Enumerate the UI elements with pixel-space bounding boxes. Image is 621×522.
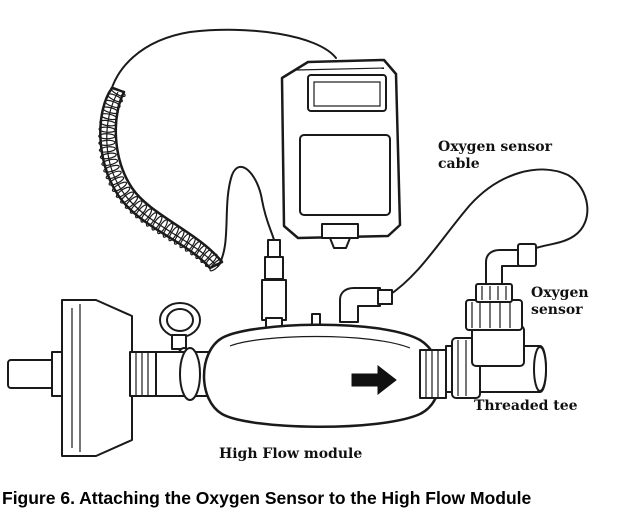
label-threaded-tee: Threaded tee (474, 398, 578, 414)
coil-ring (151, 215, 163, 231)
oxygen-sensor (465, 243, 537, 367)
coil-ring (168, 226, 179, 242)
coil-ring (200, 249, 213, 264)
coil-ring (101, 158, 119, 167)
coil-ring (190, 240, 202, 256)
label-line: sensor (531, 302, 583, 318)
coil-ring (100, 113, 118, 121)
coil-ring (124, 196, 139, 209)
ring-clamp (155, 302, 211, 401)
flow-arrow (351, 364, 397, 396)
coil-ring (129, 200, 143, 214)
coil-ring (98, 126, 116, 133)
coil-ring (162, 222, 174, 238)
coil-ring (204, 253, 218, 268)
oxygen-sensor-cable (387, 168, 589, 297)
coil-ring (111, 181, 128, 192)
label-line: Oxygen sensor (438, 139, 552, 155)
coil-ring (173, 229, 185, 245)
label-high-flow-module: High Flow module (219, 446, 363, 462)
oxygen-monitor (280, 58, 402, 249)
coil-ring (145, 212, 158, 227)
coil-ring (102, 106, 119, 115)
coil-ring (184, 236, 196, 252)
coil-ring (105, 170, 122, 180)
label-oxygen-sensor: Oxygen sensor (531, 285, 589, 319)
monitor-cable (109, 28, 337, 96)
label-line: cable (438, 156, 480, 172)
cable-connector (261, 239, 287, 329)
coil-to-connector-cable (217, 166, 275, 267)
coil-ring (110, 86, 126, 98)
figure-caption: Figure 6. Attaching the Oxygen Sensor to… (2, 488, 532, 508)
coil-ring (179, 233, 191, 249)
coil-ring (157, 219, 168, 235)
high-flow-module-body (202, 323, 442, 428)
elbow-connector (311, 287, 393, 329)
coil-ring (107, 93, 123, 103)
coil-ring (98, 133, 116, 140)
coil-ring (98, 146, 116, 153)
label-line: Oxygen (531, 285, 589, 301)
coil-ring (120, 191, 135, 204)
coil-ring (99, 152, 117, 160)
coil-ring (195, 244, 207, 260)
coil-ring (115, 186, 131, 198)
filter-assembly (7, 299, 157, 457)
coil-ring (104, 99, 121, 109)
coil-ring (135, 204, 148, 219)
label-oxygen-sensor-cable: Oxygen sensor cable (438, 139, 552, 173)
coil-ring (108, 176, 125, 186)
coil-ring (98, 139, 116, 146)
coiled-cord (98, 86, 224, 272)
coil-ring (140, 208, 153, 223)
coil-ring (99, 119, 117, 127)
coil-ring (103, 164, 120, 173)
